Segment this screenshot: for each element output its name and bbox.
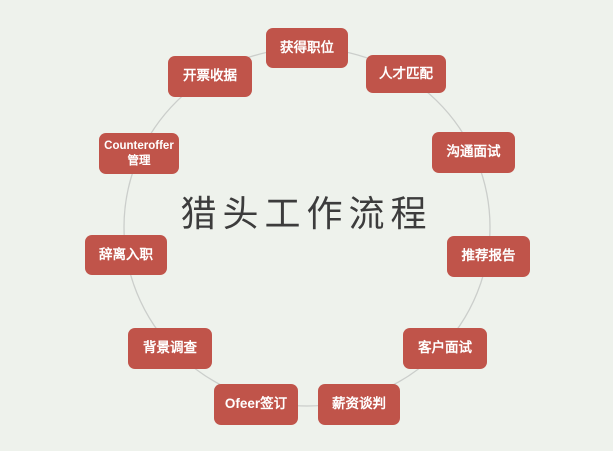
node-invoice-receipt: 开票收据 — [168, 56, 252, 97]
node-background-check: 背景调查 — [128, 328, 212, 369]
node-offer-signing: Ofeer签订 — [214, 384, 298, 425]
node-resign-onboarding: 辞离入职 — [85, 235, 167, 275]
node-recommendation-report: 推荐报告 — [447, 236, 530, 277]
diagram-title: 猎头工作流程 — [180, 194, 433, 234]
node-client-interview: 客户面试 — [403, 328, 487, 369]
node-obtain-position: 获得职位 — [266, 28, 348, 68]
node-salary-negotiation: 薪资谈判 — [318, 384, 400, 425]
node-counteroffer-management: Counteroffer管理 — [99, 133, 179, 174]
node-talent-matching: 人才匹配 — [366, 55, 446, 93]
node-communication-interview: 沟通面试 — [432, 132, 515, 173]
